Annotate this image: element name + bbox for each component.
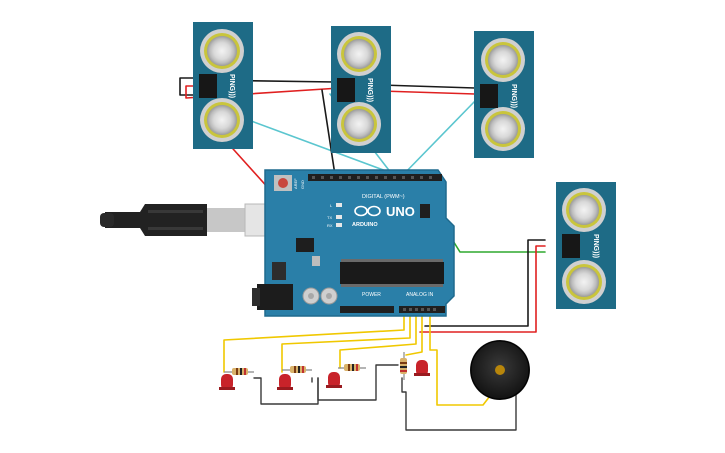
wire-s2-gnd-board[interactable] <box>321 89 336 176</box>
wire-led3[interactable] <box>339 311 417 369</box>
wire-led2[interactable] <box>281 311 411 373</box>
brand-label: ARDUINO <box>352 222 378 228</box>
l-label: L <box>330 203 333 208</box>
wire-gnd-loop2[interactable] <box>317 364 399 401</box>
red-led-3[interactable] <box>326 372 342 388</box>
power-header[interactable] <box>340 306 394 313</box>
red-led-1[interactable] <box>219 374 235 390</box>
capacitors <box>302 287 338 305</box>
wire-s1-gnd[interactable] <box>179 77 197 96</box>
sensor-model: PING))) <box>366 78 373 102</box>
led-l <box>336 203 342 207</box>
ultrasonic-sensor-1[interactable]: PING))) <box>193 22 253 149</box>
arduino-logo: ARDUINO <box>352 205 381 228</box>
led-rx <box>336 223 342 227</box>
tx-label: TX <box>327 215 332 220</box>
power-jack[interactable] <box>252 284 293 310</box>
resistor-1[interactable] <box>224 368 254 375</box>
wire-s3-sig[interactable] <box>399 99 477 179</box>
resistor-3[interactable] <box>338 364 366 371</box>
buzzer-port-icon <box>495 365 505 375</box>
wire-led4[interactable] <box>405 311 423 356</box>
wire-s1-sig[interactable] <box>234 114 406 179</box>
digital-pin-holes <box>312 176 432 179</box>
wire-buzzer[interactable] <box>429 311 491 406</box>
sensor-model: PING))) <box>510 84 517 108</box>
usb-chip <box>296 238 314 252</box>
voltage-regulator <box>272 262 286 280</box>
arduino-uno-board[interactable]: AREF GND DIGITAL (PWM~) L TX RX ARDUINO … <box>252 169 455 317</box>
analog-pin-holes <box>403 308 436 311</box>
sensor-model: PING))) <box>228 74 235 98</box>
wire-s1-5v[interactable] <box>185 85 341 99</box>
icsp-header <box>420 204 430 218</box>
digital-gnd-label: GND <box>300 180 305 189</box>
wire-s4-gnd[interactable] <box>424 239 546 327</box>
wire-gnd-loop3[interactable] <box>401 377 517 431</box>
power-label: POWER <box>362 292 381 298</box>
model-label: UNO <box>386 204 415 219</box>
wire-s4-5v[interactable] <box>419 245 546 333</box>
ultrasonic-sensor-3[interactable]: PING))) <box>474 31 534 158</box>
ultrasonic-sensor-2[interactable]: PING))) <box>331 26 391 153</box>
piezo-buzzer[interactable] <box>470 340 530 400</box>
aref-label: AREF <box>293 178 298 189</box>
analog-label: ANALOG IN <box>406 292 434 298</box>
resistor-4[interactable] <box>400 352 407 380</box>
leds <box>219 360 430 390</box>
atmega-chip <box>340 259 444 287</box>
rx-label: RX <box>327 223 333 228</box>
led-tx <box>336 215 342 219</box>
sensor-model: PING))) <box>592 234 599 258</box>
reset-button[interactable] <box>274 175 292 191</box>
red-led-2[interactable] <box>277 374 293 390</box>
ultrasonic-sensor-4[interactable]: PING))) <box>556 182 616 309</box>
usb-cable[interactable] <box>100 203 266 237</box>
wire-led1[interactable] <box>223 311 405 373</box>
red-led-4[interactable] <box>414 360 430 376</box>
resistors <box>224 352 407 380</box>
crystal <box>312 256 320 266</box>
resistor-2[interactable] <box>282 366 312 373</box>
digital-label: DIGITAL (PWM~) <box>362 194 405 200</box>
